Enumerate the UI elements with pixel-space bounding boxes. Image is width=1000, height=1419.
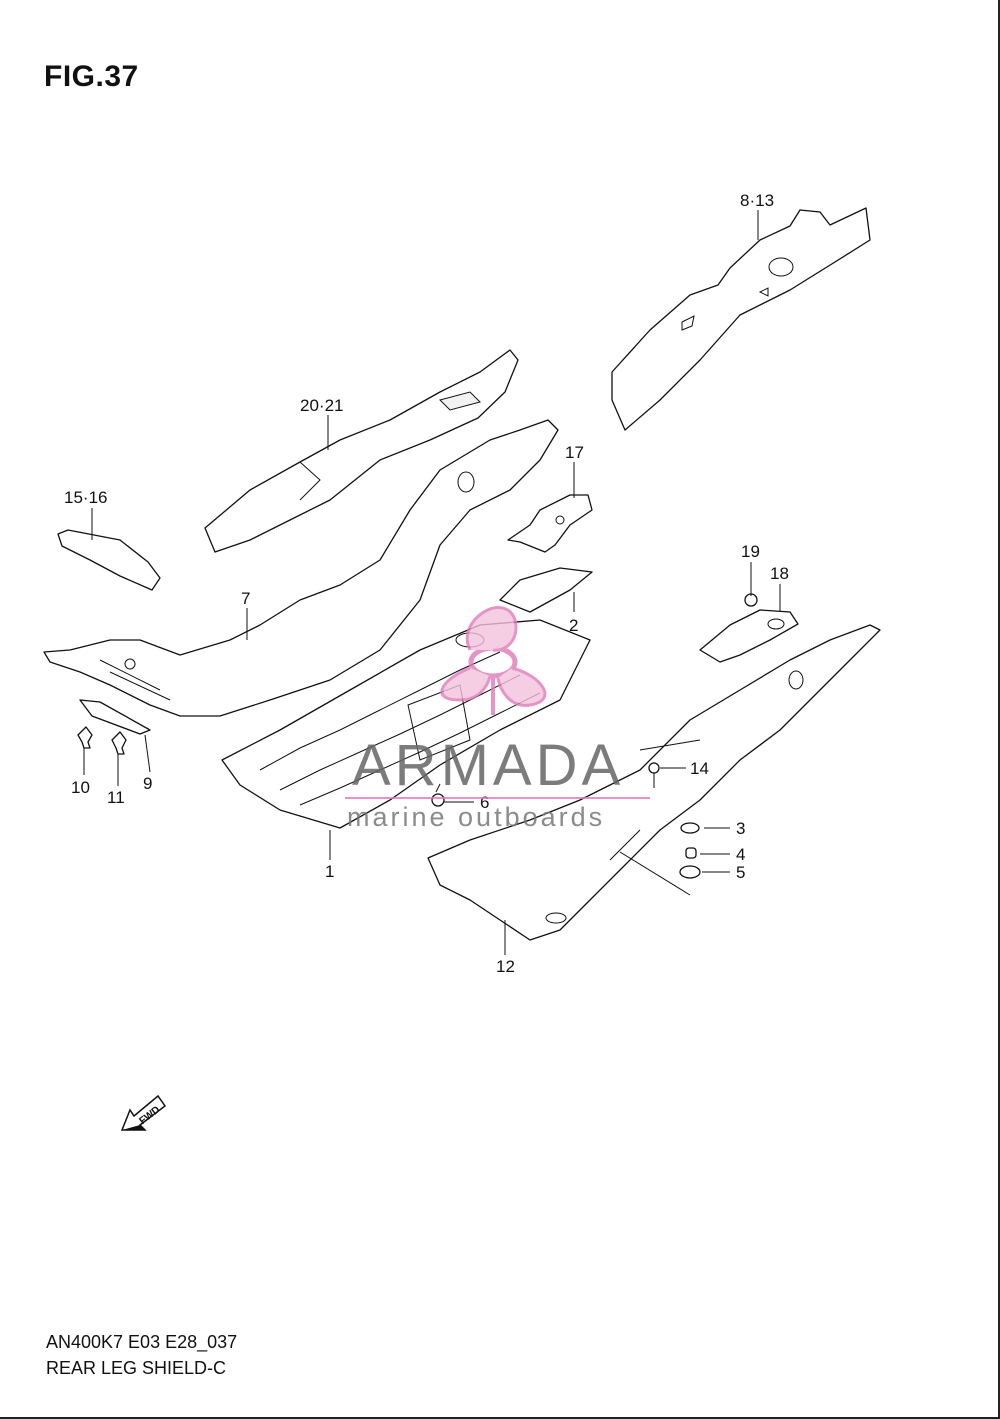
callout-8-13: 8·13 [740,191,774,210]
part-8-13[interactable] [611,207,871,431]
callout-20-21: 20·21 [300,396,343,415]
part-3-screw[interactable] [680,822,700,834]
callout-14: 14 [690,759,709,778]
part-2[interactable] [499,567,593,613]
callout-6: 6 [480,793,489,812]
callout-4: 4 [736,845,745,864]
part-5-grommet[interactable] [679,865,701,879]
part-11-clip[interactable] [111,731,127,755]
callout-19: 19 [741,542,760,561]
callout-12: 12 [496,957,515,976]
part-9[interactable] [79,699,151,735]
callout-1: 1 [325,862,334,881]
part-20-21[interactable] [204,349,519,553]
figure-code: AN400K7 E03 E28_037 [46,1332,238,1352]
figure-title: FIG.37 [44,60,139,93]
figure-name: REAR LEG SHIELD-C [46,1358,227,1378]
callout-10: 10 [71,778,90,797]
part-14-screw[interactable] [648,762,660,788]
callout-18: 18 [770,564,789,583]
part-4-collar[interactable] [685,847,697,859]
part-10-clip[interactable] [77,726,93,749]
leader-lines [83,210,781,955]
watermark-logo-icon [440,606,547,715]
callout-15-16: 15·16 [64,488,107,507]
watermark-brand: ARMADA [352,733,624,798]
callout-9: 9 [143,774,152,793]
callout-5: 5 [736,863,745,882]
fwd-arrow-icon: FWD [120,1094,167,1131]
callout-labels: 8·13 20·21 15·16 17 7 2 19 18 14 6 3 4 5… [64,191,789,976]
callout-3: 3 [736,819,745,838]
callout-2: 2 [569,616,578,635]
callout-17: 17 [565,443,584,462]
watermark: ARMADA marine outboards [345,606,650,832]
watermark-tagline: marine outboards [347,802,605,832]
part-7[interactable] [43,419,559,717]
part-15-16[interactable] [57,529,161,591]
callout-7: 7 [241,589,250,608]
callout-11: 11 [107,788,125,807]
part-18[interactable] [699,609,799,663]
part-17[interactable] [507,494,593,553]
